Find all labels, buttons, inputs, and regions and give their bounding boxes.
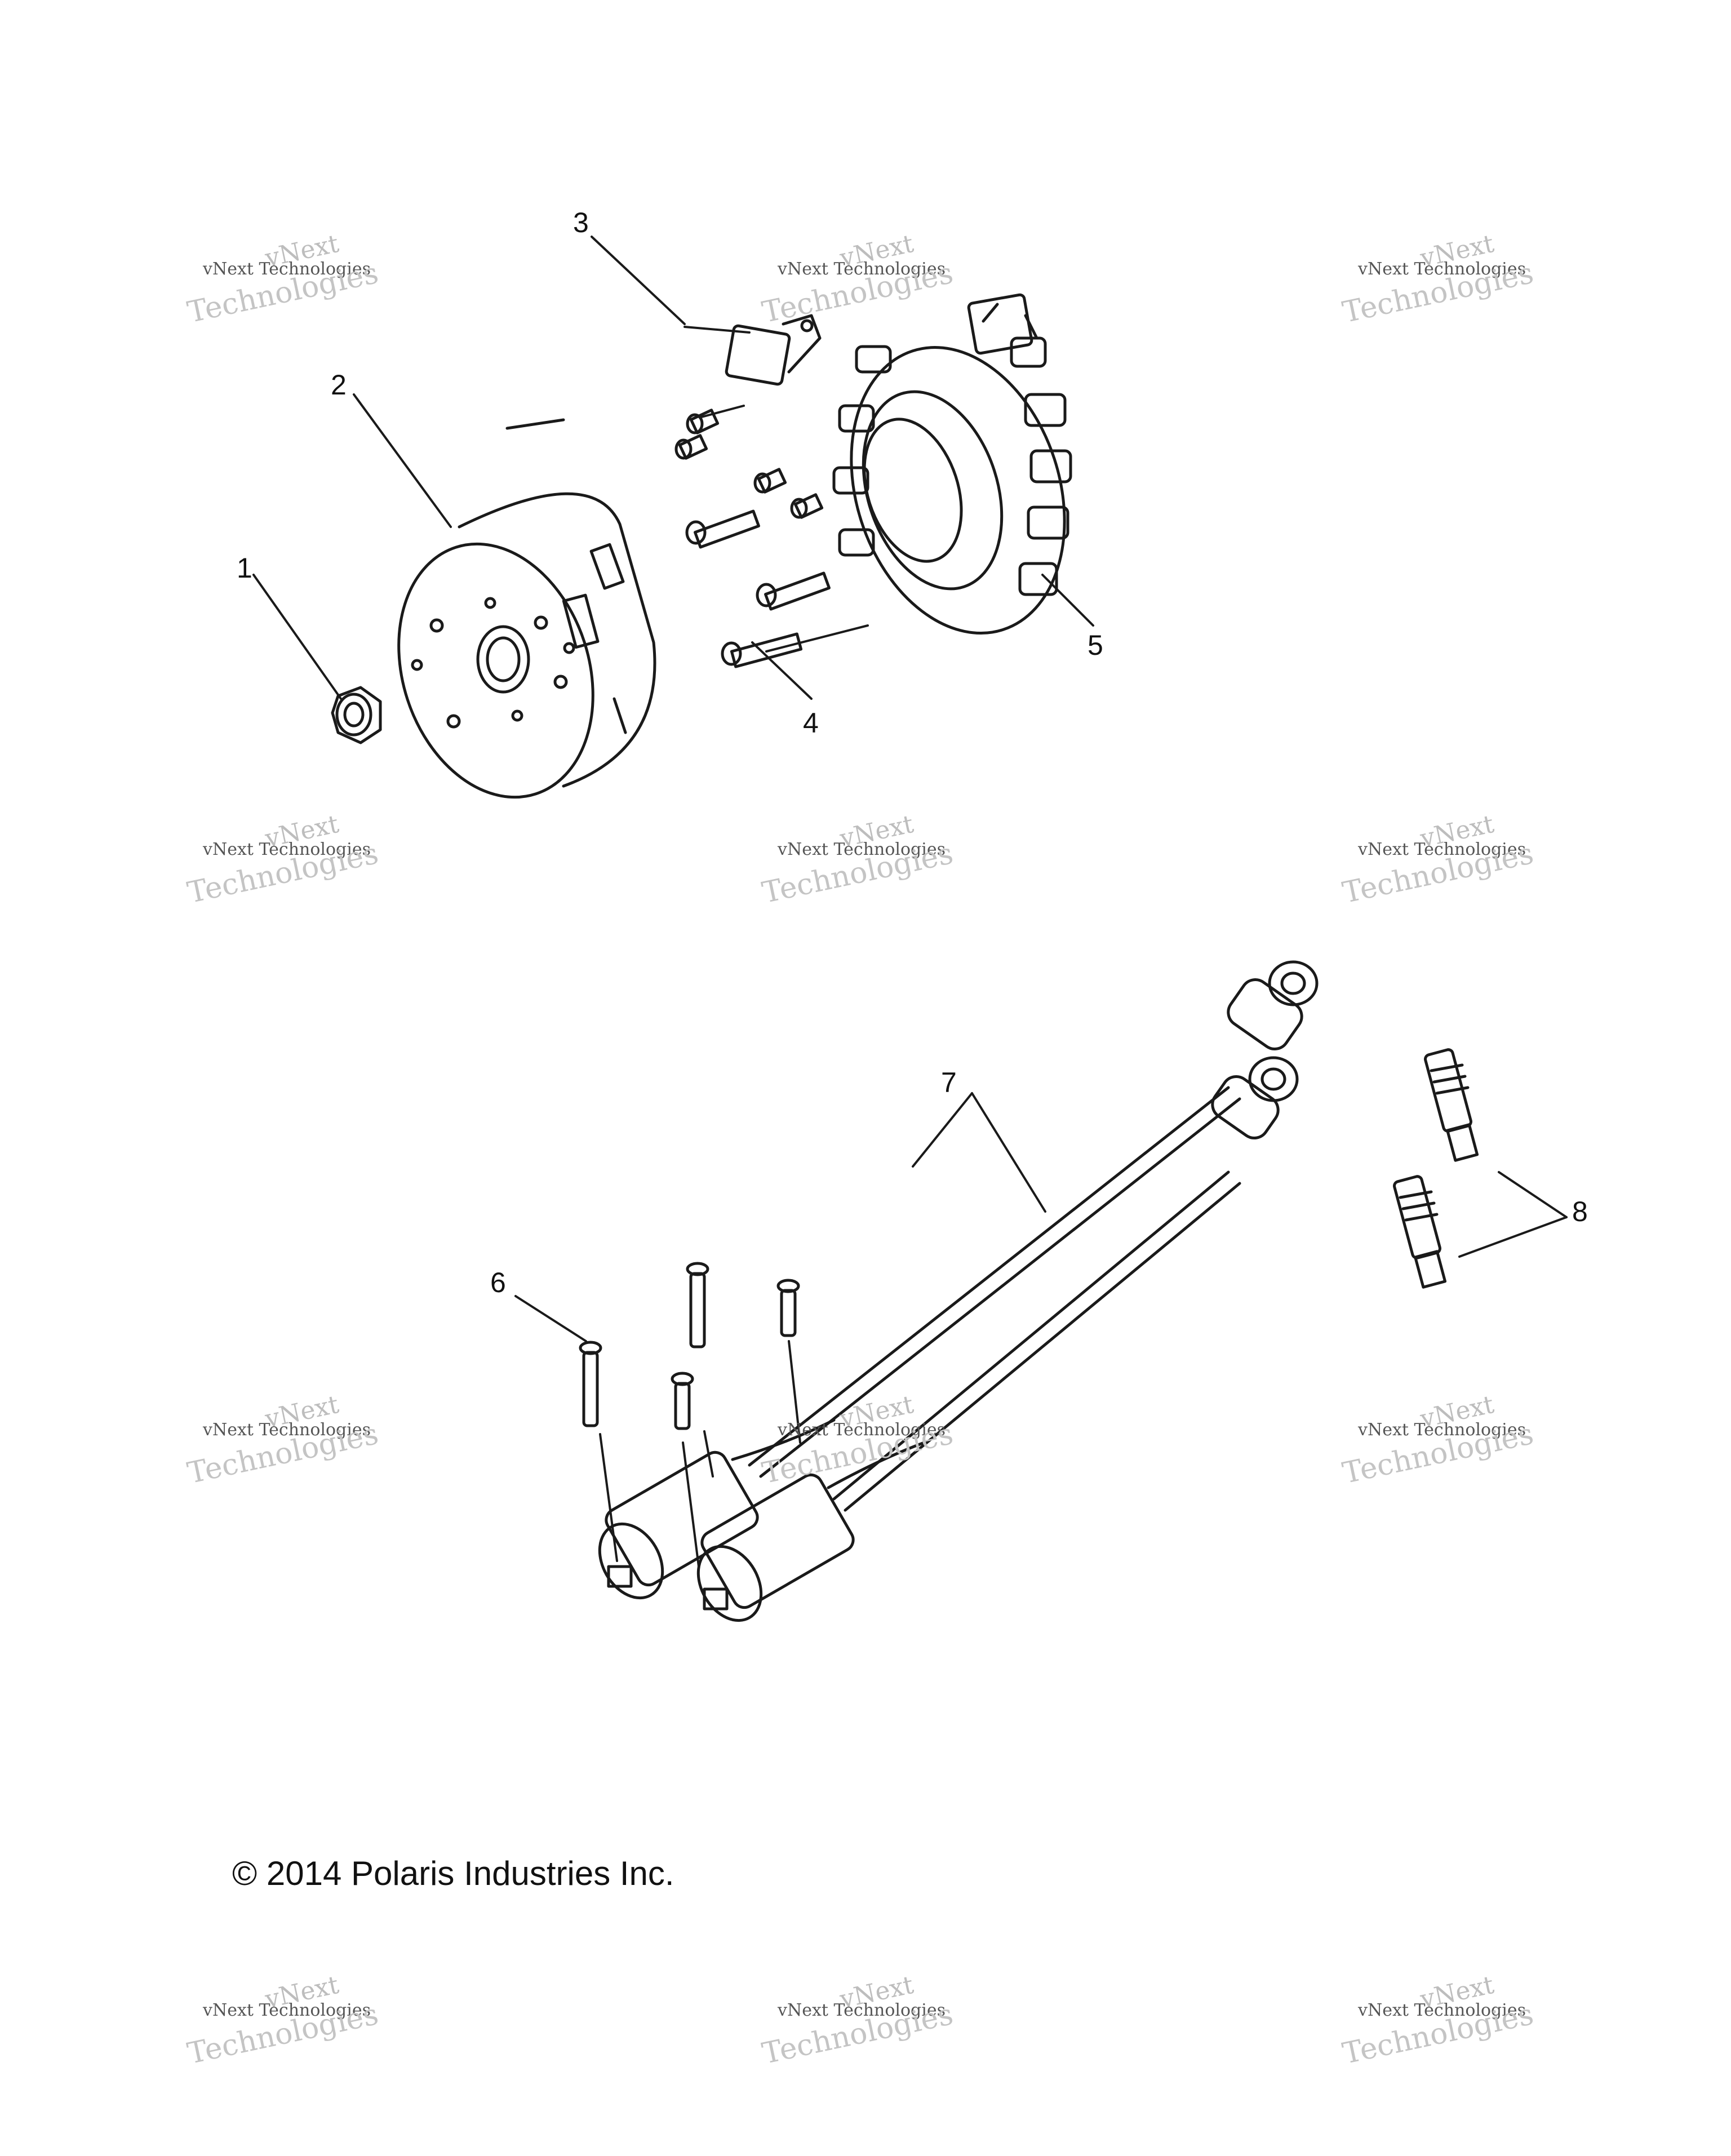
stator [832, 293, 1072, 635]
callout-2: 2 [331, 369, 347, 401]
flywheel-nut [331, 686, 382, 744]
callout-6: 6 [490, 1267, 506, 1298]
callout-4: 4 [803, 707, 819, 739]
stator-bolts [685, 509, 831, 668]
spark-plug-wires [748, 960, 1319, 1512]
callout-1: 1 [237, 552, 252, 584]
sensor-screws [674, 409, 824, 519]
callout-3: 3 [573, 207, 589, 238]
callout-5: 5 [1088, 629, 1103, 661]
pickup-sensor [725, 314, 822, 386]
callout-7: 7 [941, 1067, 957, 1098]
spark-plugs [1393, 1048, 1479, 1289]
leader-lines [252, 236, 1568, 1568]
flywheel [397, 418, 656, 799]
copyright-notice: © 2014 Polaris Industries Inc. [232, 1855, 674, 1892]
ignition-coil-assembly [598, 1418, 926, 1622]
callout-8: 8 [1572, 1196, 1588, 1227]
coil-screws [579, 1262, 800, 1430]
